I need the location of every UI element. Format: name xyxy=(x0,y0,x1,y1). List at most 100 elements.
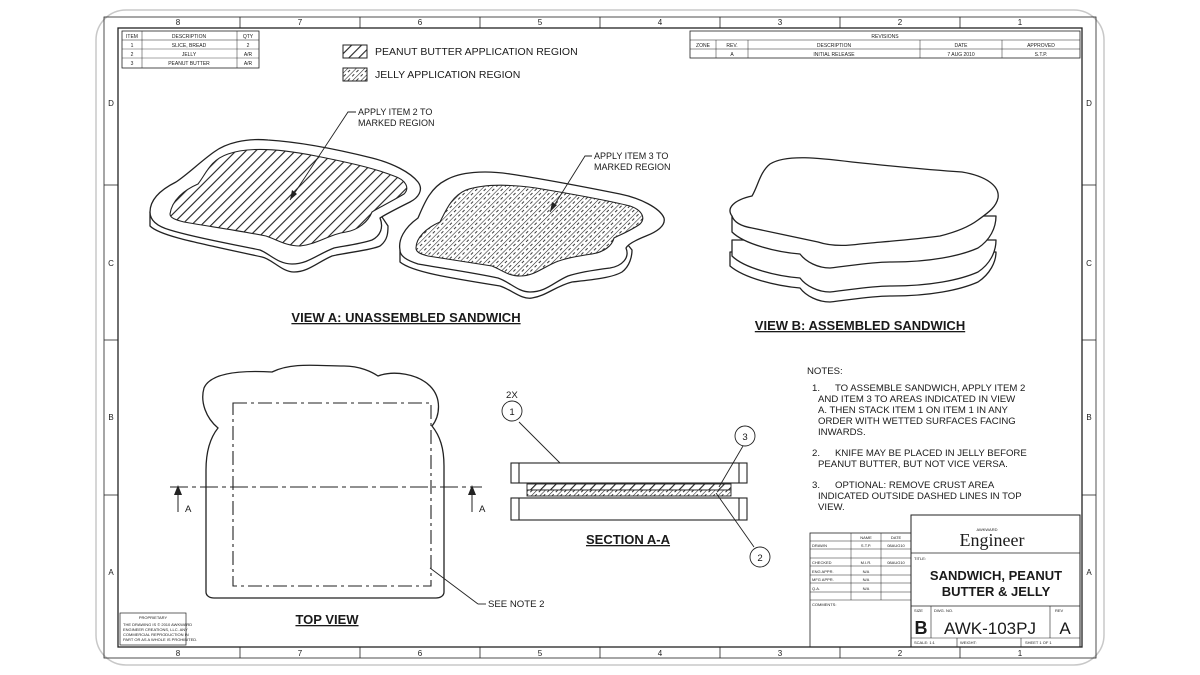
section-marker-right: A xyxy=(479,504,486,515)
rev-cell: INITIAL RELEASE xyxy=(813,52,855,58)
callout-text: APPLY ITEM 2 TO xyxy=(358,107,432,117)
see-note-2-label: SEE NOTE 2 xyxy=(488,599,545,610)
approvals-cell: 08AUG10 xyxy=(887,560,905,565)
jelly-swatch xyxy=(342,67,368,82)
peanut-butter-swatch xyxy=(342,44,368,59)
revision-value: A xyxy=(1059,619,1071,638)
bom-cell: 2 xyxy=(247,43,250,49)
approvals-role: Q.A. xyxy=(812,586,820,591)
approvals-header-date: DATE xyxy=(891,535,902,540)
balloon-3-label: 3 xyxy=(742,432,747,443)
zone-label: 3 xyxy=(778,18,783,27)
section-marker-left: A xyxy=(185,504,192,515)
top-view-bread-outline: A A SEE NOTE 2 xyxy=(170,364,545,610)
jelly-legend-label: JELLY APPLICATION REGION xyxy=(375,69,520,81)
note-line: OPTIONAL: REMOVE CRUST AREA xyxy=(835,480,995,491)
callout-text: APPLY ITEM 3 TO xyxy=(594,151,668,161)
proprietary-line: PART OR AS A WHOLE IS PROHIBITED. xyxy=(123,637,197,642)
bom-cell: A/R xyxy=(244,52,253,58)
zone-label: D xyxy=(1086,99,1092,108)
bom-cell: 1 xyxy=(131,43,134,49)
rev-header: ZONE xyxy=(696,43,711,49)
approvals-cell: N/A xyxy=(863,577,870,582)
zone-label: 6 xyxy=(418,18,423,27)
peanut-butter-legend-label: PEANUT BUTTER APPLICATION REGION xyxy=(375,46,578,58)
zone-label: 8 xyxy=(176,18,181,27)
rev-header: APPROVED xyxy=(1027,43,1055,49)
approvals-header-name: NAME xyxy=(860,535,872,540)
rev-header: DATE xyxy=(955,43,969,49)
balloon-2-label: 2 xyxy=(757,553,762,564)
note-number: 1. xyxy=(812,383,820,394)
zone-label: C xyxy=(1086,259,1092,268)
bom-cell: 2 xyxy=(131,52,134,58)
bom-cell: PEANUT BUTTER xyxy=(168,61,210,67)
view-b-assembled-sandwich xyxy=(729,157,999,303)
zone-label: 7 xyxy=(298,18,303,27)
note-line: VIEW. xyxy=(818,502,845,513)
proprietary-line: ENGINEER CREATIONS, LLC. ANY xyxy=(123,627,188,632)
zone-label: 5 xyxy=(538,18,543,27)
approvals-cell: M.I.R. xyxy=(861,560,872,565)
scale-text: SCALE: 1:1 xyxy=(914,640,936,645)
zone-label: B xyxy=(1086,413,1091,422)
view-a-bread-slice-left xyxy=(149,138,422,273)
drawing-title-line-2: BUTTER & JELLY xyxy=(942,584,1051,599)
approvals-cell: N/A xyxy=(863,569,870,574)
size-label: SIZE xyxy=(914,608,923,613)
bom-cell: 3 xyxy=(131,61,134,67)
zone-label: A xyxy=(1086,568,1092,577)
bom-cell: A/R xyxy=(244,61,253,67)
revisions-title: REVISIONS xyxy=(871,34,899,40)
bom-cell: JELLY xyxy=(182,52,197,58)
balloon-3 xyxy=(734,425,756,447)
rev-cell: S.T.P. xyxy=(1035,52,1048,58)
approvals-cell: 08AUG10 xyxy=(887,543,905,548)
zone-label: 1 xyxy=(1018,18,1023,27)
proprietary-heading: PROPRIETARY xyxy=(139,615,168,620)
logo-awkward-text: AWKWARD xyxy=(976,527,997,532)
bill-of-materials-table: ITEM DESCRIPTION QTY 1 SLICE, BREAD 2 2 … xyxy=(121,30,260,69)
zone-label: 3 xyxy=(778,649,783,658)
zone-labels-left: D C B A xyxy=(108,99,114,577)
zone-label: 1 xyxy=(1018,649,1023,658)
zone-label: 8 xyxy=(176,649,181,658)
zone-label: 2 xyxy=(898,18,903,27)
sheet-size-value: B xyxy=(915,618,928,638)
rev-cell: A xyxy=(730,52,734,58)
zone-label: A xyxy=(108,568,114,577)
rev-header: REV. xyxy=(726,43,737,49)
approvals-cell: N/A xyxy=(863,586,870,591)
approvals-role: MFG APPR. xyxy=(812,577,834,582)
zone-labels-top: 8 7 6 5 4 3 2 1 xyxy=(176,18,1023,27)
note-line: TO ASSEMBLE SANDWICH, APPLY ITEM 2 xyxy=(835,383,1025,394)
note-line: INDICATED OUTSIDE DASHED LINES IN TOP xyxy=(818,491,1022,502)
note-line: A. THEN STACK ITEM 1 ON ITEM 1 IN ANY xyxy=(818,405,1009,416)
proprietary-notice: PROPRIETARY THE DRAWING IS © 2010 AWKWAR… xyxy=(119,612,197,646)
engineer-logo: Engineer xyxy=(960,530,1025,550)
approvals-cell: S.T.P. xyxy=(861,543,871,548)
bom-header-description: DESCRIPTION xyxy=(172,34,207,40)
top-view-title: TOP VIEW xyxy=(295,612,359,627)
zone-label: 2 xyxy=(898,649,903,658)
approvals-role: CHECKED xyxy=(812,560,832,565)
section-balloons xyxy=(501,400,771,568)
proprietary-line: COMMERCIAL REPRODUCTION IN xyxy=(123,632,189,637)
approvals-table: NAME DATE DRAWN S.T.P. 08AUG10 CHECKED M… xyxy=(809,532,912,648)
note-line: KNIFE MAY BE PLACED IN JELLY BEFORE xyxy=(835,448,1027,459)
approvals-role: DRAWN xyxy=(812,543,827,548)
section-a-a-title: SECTION A-A xyxy=(586,532,671,547)
zone-label: 7 xyxy=(298,649,303,658)
callout-text: MARKED REGION xyxy=(358,118,435,128)
zone-label: B xyxy=(108,413,113,422)
note-number: 3. xyxy=(812,480,820,491)
note-line: AND ITEM 3 TO AREAS INDICATED IN VIEW xyxy=(818,394,1016,405)
weight-text: WEIGHT: xyxy=(960,640,977,645)
crust-cut-line xyxy=(232,402,432,587)
zone-label: 4 xyxy=(658,18,663,27)
zone-label: C xyxy=(108,259,114,268)
proprietary-line: THE DRAWING IS © 2010 AWKWARD xyxy=(123,622,192,627)
rev-header: DESCRIPTION xyxy=(817,43,852,49)
notes-heading: NOTES: xyxy=(807,366,843,377)
